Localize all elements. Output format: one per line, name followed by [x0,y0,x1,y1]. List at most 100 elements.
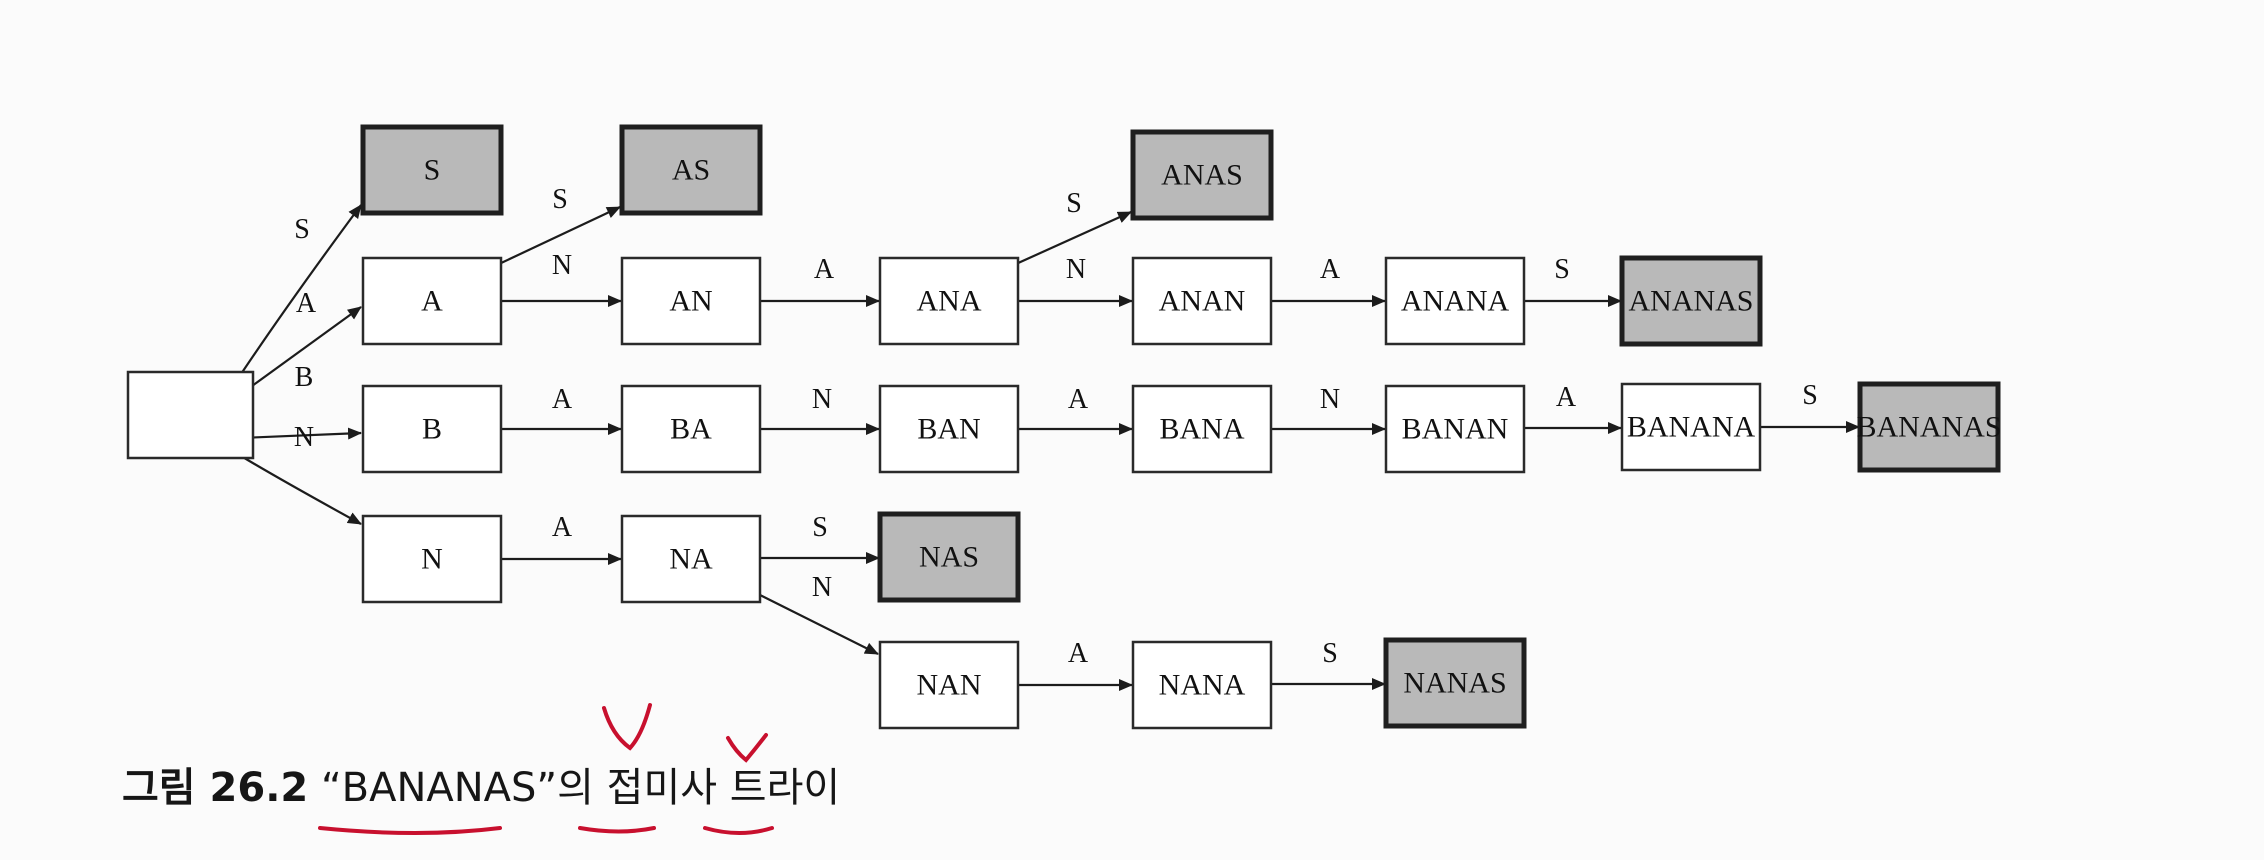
handwritten-annotations [318,703,774,835]
trie-node-a: A [361,256,503,346]
edge-label: S [1802,380,1818,411]
trie-edge-root-a: A [240,288,362,395]
node-box [361,256,503,346]
node-label: AS [672,154,710,187]
handwritten-check-mark [726,733,768,763]
node-label: NANA [1159,669,1246,702]
edge-label: N [1066,254,1086,285]
node-label: ANANAS [1628,285,1753,318]
node-label: NAS [919,541,979,574]
node-label: BAN [917,413,980,446]
edge-arrow [240,306,362,395]
figure-caption: 그림 26.2 “BANANAS”의 접미사 트라이 [122,755,840,813]
node-box [620,384,762,474]
trie-edge-root-s: S [240,204,362,375]
node-box [1384,384,1526,474]
node-box [878,256,1020,346]
edge-label: A [1556,382,1577,413]
node-label: NA [669,543,713,576]
trie-edge-n-na: A [501,512,622,565]
node-label: BANAN [1402,413,1509,446]
node-box [1620,382,1762,472]
node-label: S [424,154,441,187]
node-label: BANANAS [1856,411,2001,444]
edge-label: A [1068,638,1089,669]
edge-arrow [1015,210,1132,266]
trie-node-ananas: ANANAS [1619,255,1763,347]
edge-arrow [498,206,621,265]
trie-edge-banan-banana: A [1524,382,1622,434]
figure-number: 그림 26.2 [122,765,309,811]
node-box [620,256,762,346]
terminal-node-box [1619,255,1763,347]
handwritten-underline [703,826,774,835]
edge-label: N [552,250,572,281]
node-label: BANANA [1627,411,1756,444]
edge-label: A [1320,254,1341,285]
node-label: AN [669,285,712,318]
node-label: NAN [917,669,982,702]
edge-label: S [294,214,310,245]
terminal-node-box [1130,129,1274,221]
trie-node-as: AS [619,124,763,216]
node-box [361,514,503,604]
trie-edge-bana-banan: N [1271,384,1386,435]
trie-node-nana: NANA [1131,640,1273,730]
node-box [878,640,1020,730]
edge-label: S [812,512,828,543]
trie-node-ban: BAN [878,384,1020,474]
edge-label: S [1066,188,1082,219]
trie-edge-na-nan: N [757,572,879,655]
terminal-node-box [619,124,763,216]
trie-edge-an-ana: A [760,254,880,307]
node-box [1131,384,1273,474]
trie-node-nan: NAN [878,640,1020,730]
trie-node-banana: BANANA [1620,382,1762,472]
trie-node-bananas: BANANAS [1856,381,2002,473]
node-label: ANANA [1401,285,1510,318]
trie-edge-nan-nana: A [1018,638,1133,691]
edge-label: S [552,184,568,215]
edge-label: N [812,384,832,415]
edge-label: S [1322,638,1338,669]
trie-edge-anan-anana: A [1271,254,1386,307]
trie-edge-a-as: S [498,184,621,265]
trie-edge-ban-bana: A [1018,384,1133,435]
handwritten-underline [578,826,656,834]
edge-label: N [294,422,314,453]
edge-label: A [814,254,835,285]
node-label: B [422,413,442,446]
node-label: N [421,543,443,576]
trie-edge-b-ba: A [501,384,622,435]
trie-node-bana: BANA [1131,384,1273,474]
node-box [361,384,503,474]
node-label: ANA [917,285,982,318]
trie-node-na: NA [620,514,762,604]
edge-arrow [240,455,362,525]
trie-edge-root-b: B [240,362,362,440]
trie-edge-na-nas: S [760,512,880,564]
edge-label: A [552,512,573,543]
terminal-node-box [1857,381,2001,473]
node-label: ANAN [1159,285,1246,318]
trie-edge-ba-ban: N [760,384,880,435]
trie-edge-nana-nanas: S [1271,638,1386,690]
trie-node-nanas: NANAS [1383,637,1527,729]
trie-node-anana: ANANA [1384,256,1526,346]
edge-label: N [1320,384,1340,415]
trie-edge-banana-bananas: S [1760,380,1860,433]
trie-node-root [126,370,255,460]
terminal-node-box [1383,637,1527,729]
edge-arrow [240,427,362,440]
trie-node-nas: NAS [877,511,1021,603]
trie-node-ba: BA [620,384,762,474]
trie-edge-a-an: N [501,250,622,307]
node-box [1131,256,1273,346]
trie-node-anas: ANAS [1130,129,1274,221]
trie-node-b: B [361,384,503,474]
node-box [1384,256,1526,346]
node-label: ANAS [1161,159,1243,192]
